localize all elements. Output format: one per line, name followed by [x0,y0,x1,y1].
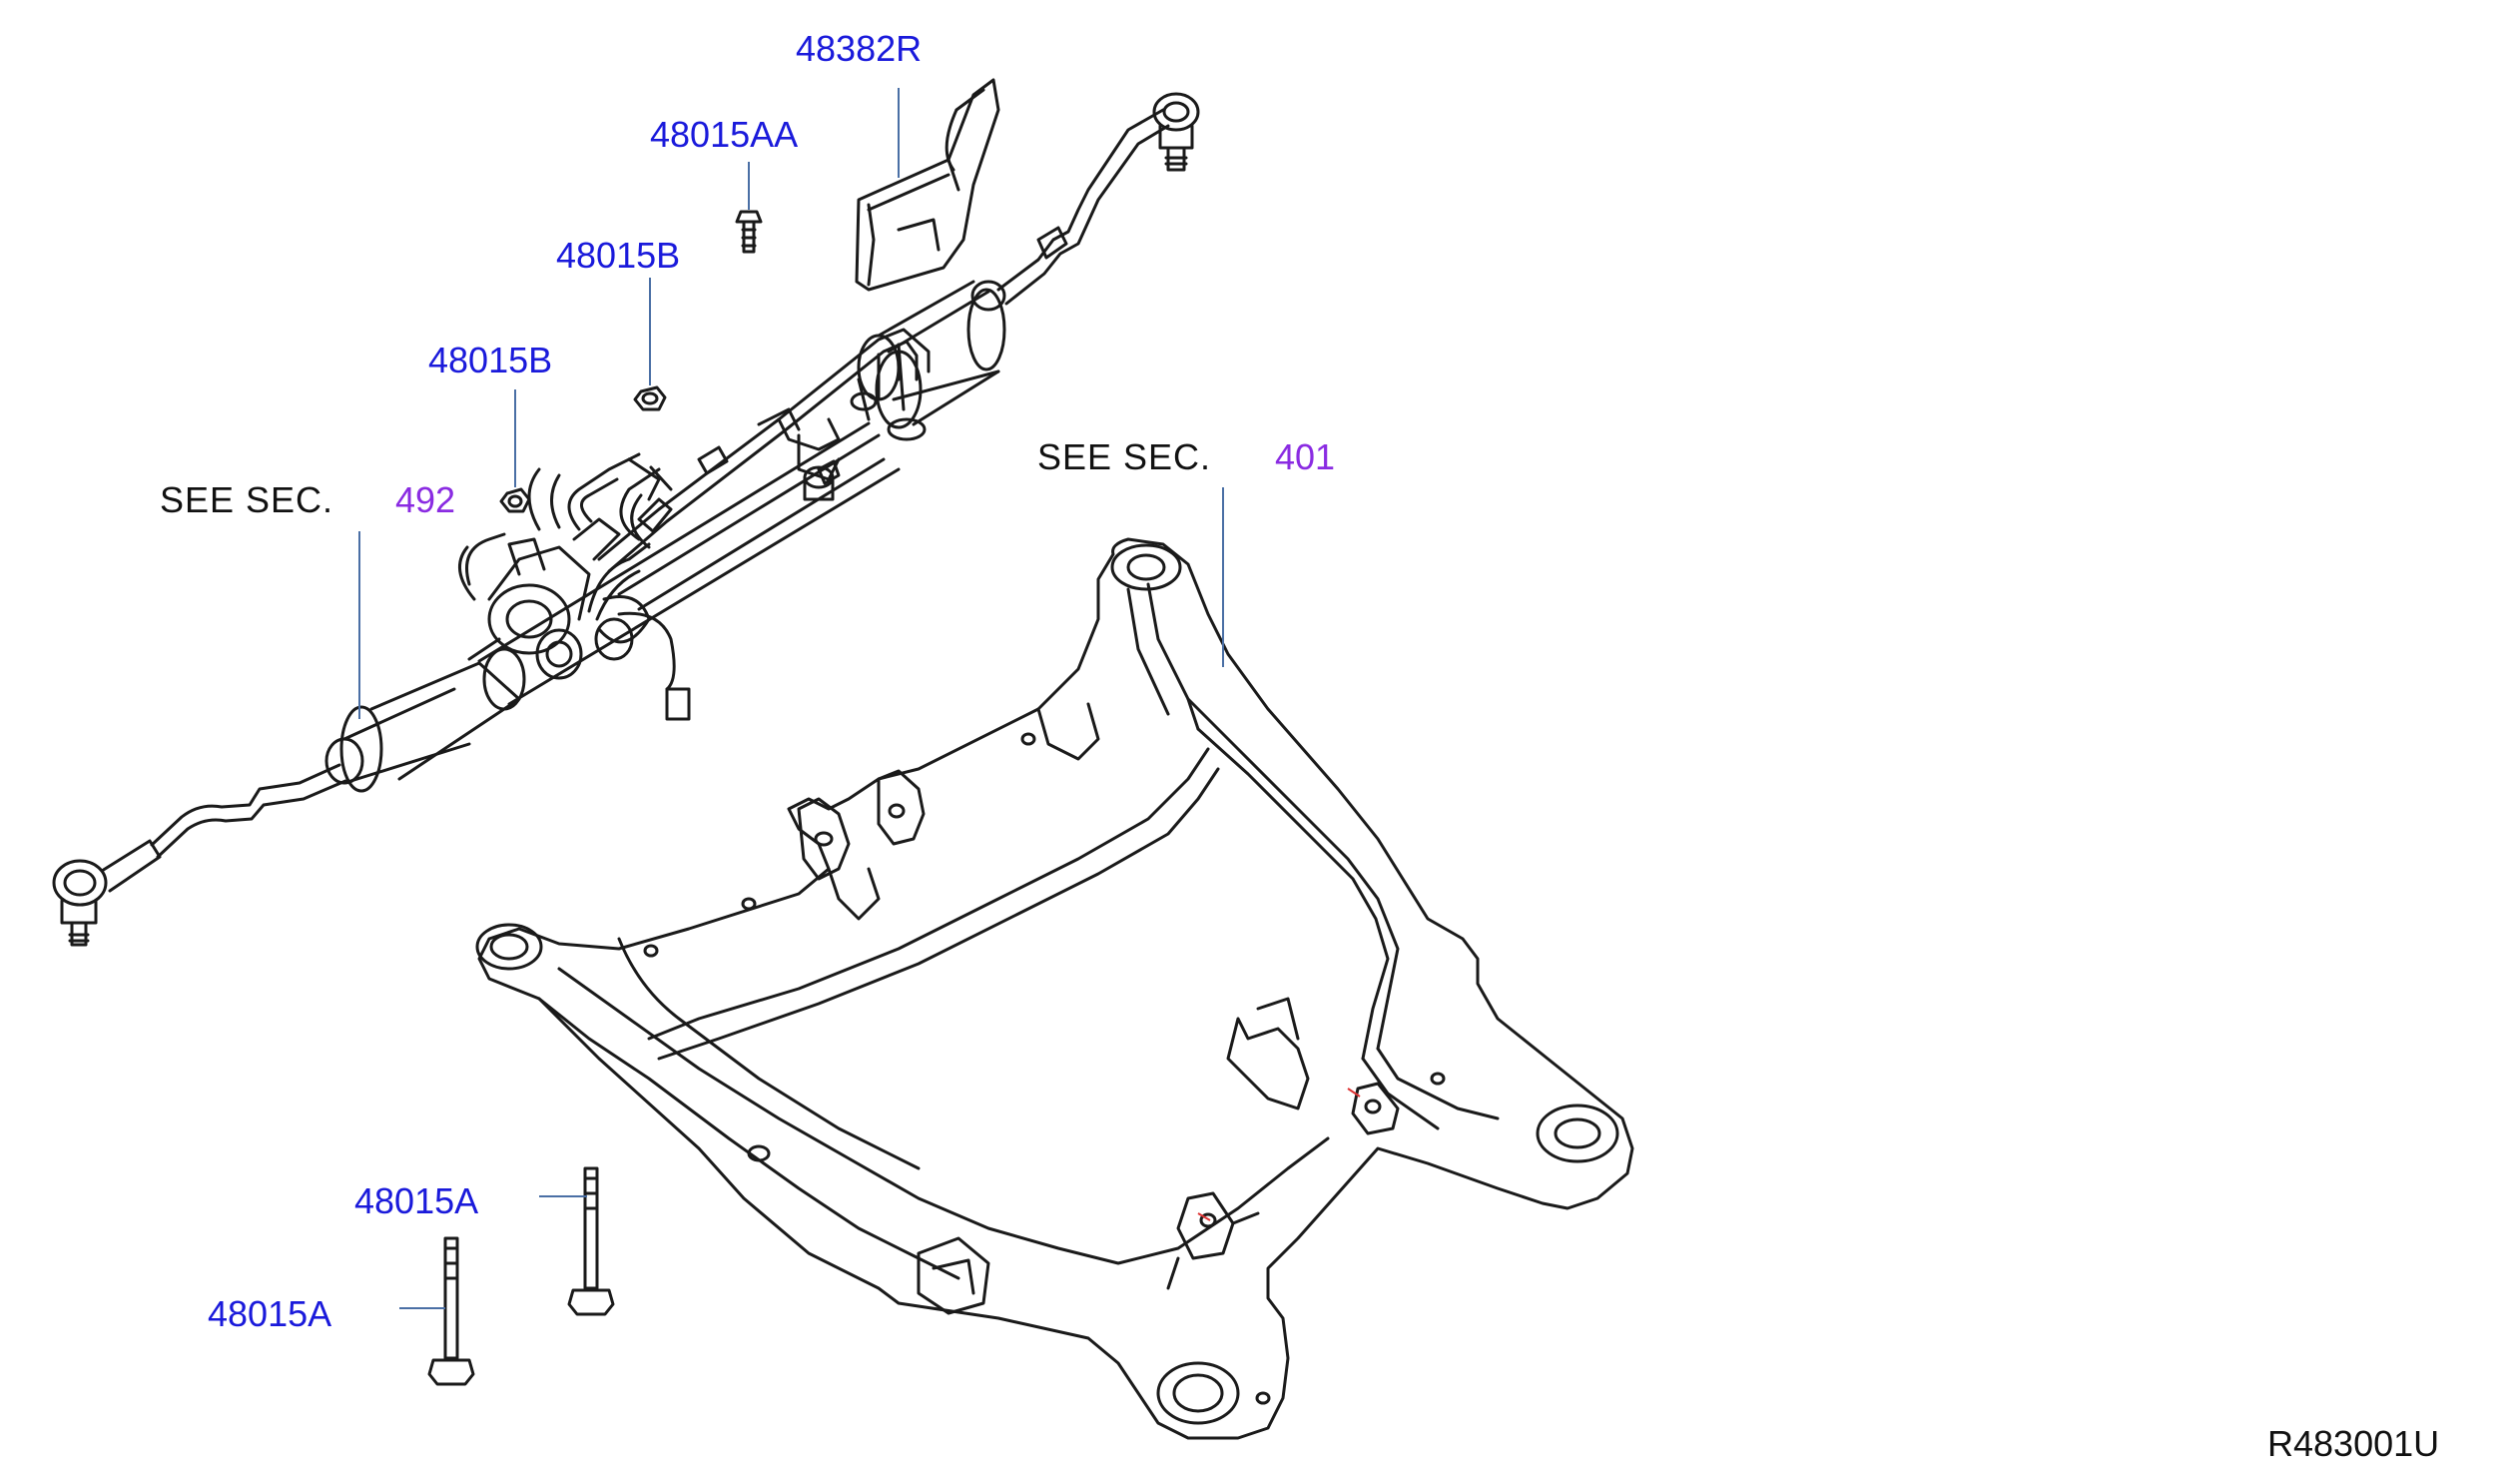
label-48382R[interactable]: 48382R [796,28,923,69]
front-suspension-member [475,537,1634,1440]
tie-rod-right [996,108,1170,306]
label-48015B-lower[interactable]: 48015B [428,340,553,380]
rack-mount-brackets [757,377,878,501]
bolt-48015AA [735,210,763,254]
label-see-sec-left: SEE SEC. [160,479,334,520]
tie-rod-left [150,763,347,859]
bolt-48015A-upper [567,1166,615,1316]
label-48015AA[interactable]: 48015AA [650,114,799,155]
rack-housing [477,288,1006,706]
label-sec-492[interactable]: 492 [395,479,456,520]
label-48015A-lower[interactable]: 48015A [208,1293,332,1334]
label-48015A-upper[interactable]: 48015A [354,1180,479,1221]
rack-boot-right [857,280,1006,401]
rack-boot-left [324,647,526,793]
tie-rod-end-left [52,839,162,947]
nut-48015B-upper [633,385,667,411]
label-see-sec-right: SEE SEC. [1037,436,1212,477]
nut-48015B-lower [499,487,531,513]
label-48015B-upper[interactable]: 48015B [556,235,681,276]
heat-insulator [855,78,1000,292]
label-sec-401[interactable]: 401 [1275,436,1336,477]
tie-rod-end-right [1152,92,1200,172]
diagram-reference-code: R483001U [2267,1423,2440,1464]
bolt-48015A-lower [427,1236,475,1386]
steering-rack-assembly [52,92,1200,947]
leader-lines [358,88,1224,1309]
hydraulic-lines [458,328,931,721]
